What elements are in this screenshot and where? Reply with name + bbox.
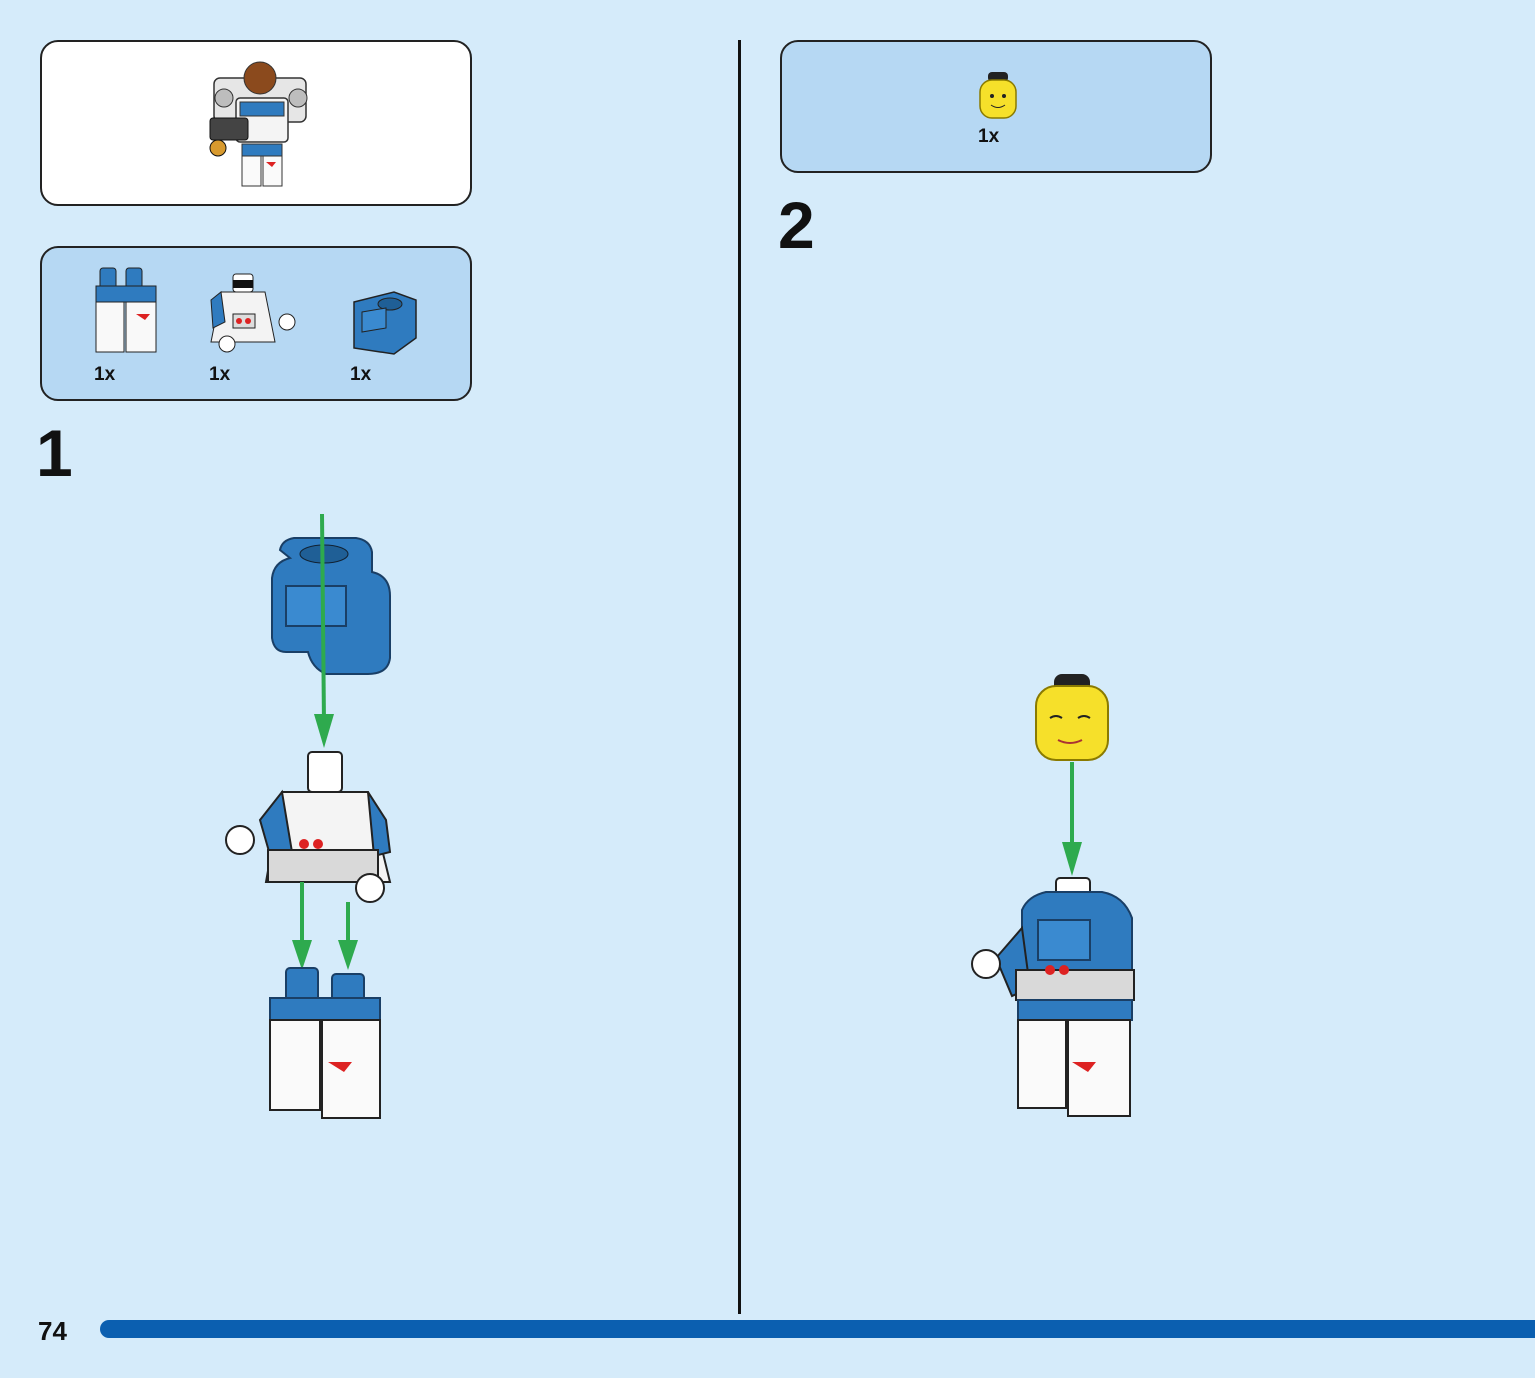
completed-figure-preview — [40, 40, 472, 206]
page-number: 74 — [38, 1316, 67, 1346]
minifig-torso-icon — [210, 273, 296, 353]
step-number: 2 — [778, 188, 815, 262]
astronaut-figure-icon — [209, 61, 308, 187]
step-2-assembly-illustration — [971, 674, 1135, 1117]
minifig-legs-icon — [95, 267, 157, 353]
step-1-assembly-illustration — [225, 513, 392, 1119]
minifig-legs-icon — [269, 967, 381, 1119]
minifig-torso-icon — [225, 751, 392, 903]
backpack-icon — [353, 291, 417, 355]
minifig-legs-icon — [1017, 999, 1133, 1117]
step-2-parts-box: 1x — [780, 40, 1212, 173]
step-number: 1 — [36, 416, 73, 490]
part-quantity: 1x — [209, 364, 231, 385]
step-divider — [738, 40, 741, 1314]
part-quantity: 1x — [94, 364, 116, 385]
minifig-head-icon — [979, 72, 1017, 119]
part-quantity: 1x — [350, 364, 372, 385]
minifig-head-icon — [1035, 674, 1109, 761]
page-progress-bar — [100, 1320, 1535, 1338]
backpack-icon — [271, 537, 391, 675]
step-1-parts-box: 1x 1x 1x — [40, 246, 472, 401]
part-quantity: 1x — [978, 126, 1000, 147]
